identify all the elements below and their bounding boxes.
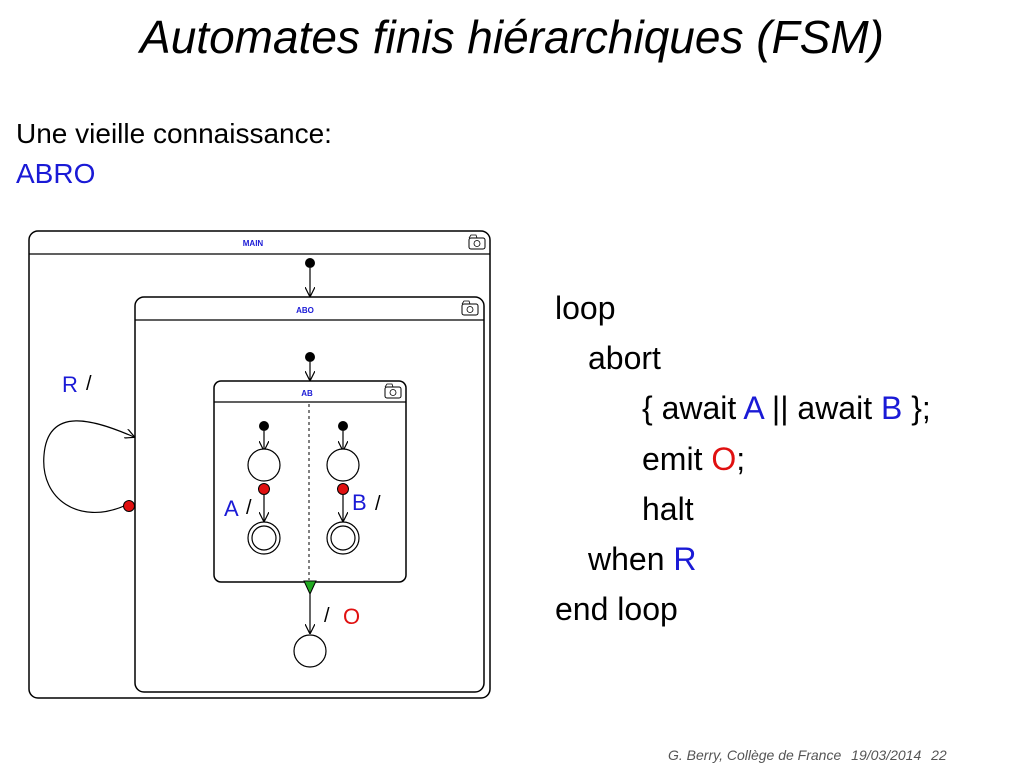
main-expand-icon[interactable] <box>468 234 486 250</box>
preempt-dot-a <box>258 483 270 495</box>
branch-b <box>326 421 360 555</box>
footer-page-number: 22 <box>931 747 947 763</box>
o-slash: / <box>324 605 330 627</box>
abo-initial-transition <box>305 352 315 380</box>
ab-state: AB <box>213 380 407 583</box>
footer-author: G. Berry, Collège de France <box>668 747 842 763</box>
a-trigger-label: A <box>224 496 239 521</box>
termination-transition <box>293 580 327 668</box>
code-line-halt: halt <box>642 491 694 527</box>
b-trigger-label: B <box>352 490 367 515</box>
state-wait-b <box>326 448 360 482</box>
state-wait-a <box>247 448 281 482</box>
code-line-when: when R <box>588 541 697 577</box>
abro-label: ABRO <box>16 158 96 189</box>
r-preempt-loop <box>43 420 135 513</box>
code-line-loop: loop <box>555 290 616 326</box>
b-slash: / <box>375 493 381 515</box>
o-output-label: O <box>343 604 360 629</box>
code-line-end-loop: end loop <box>555 591 678 627</box>
abo-expand-icon[interactable] <box>461 300 479 316</box>
branch-a <box>247 421 281 555</box>
main-initial-transition <box>305 258 315 296</box>
ab-expand-icon[interactable] <box>384 383 402 399</box>
preempt-dot-b <box>337 483 349 495</box>
halt-state <box>293 634 327 668</box>
r-trigger-label: R <box>62 372 78 397</box>
slide-title: Automates finis hiérarchiques (FSM) <box>140 11 884 63</box>
slide-subtitle: Une vieille connaissance: <box>16 118 332 149</box>
code-line-await: { await A || await B }; <box>642 390 931 426</box>
code-line-abort: abort <box>588 340 661 376</box>
ab-label: AB <box>301 389 313 398</box>
footer-date: 19/03/2014 <box>851 747 922 763</box>
r-slash: / <box>86 373 92 395</box>
preempt-dot-r <box>123 500 135 512</box>
main-label: MAIN <box>243 239 264 248</box>
abo-label: ABO <box>296 306 314 315</box>
slide-footer: G. Berry, Collège de France 19/03/2014 2… <box>668 747 953 763</box>
code-line-emit: emit O; <box>642 441 746 477</box>
normal-termination-marker <box>303 580 317 596</box>
a-slash: / <box>246 497 252 519</box>
